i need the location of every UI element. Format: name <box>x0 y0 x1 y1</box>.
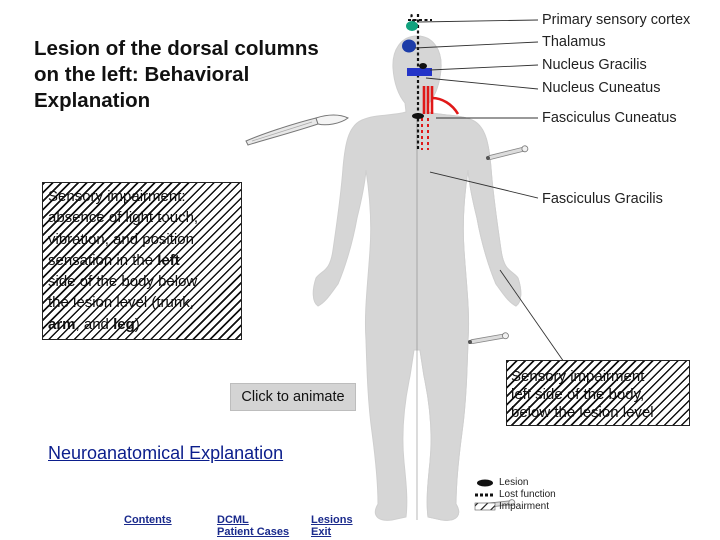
neuroanatomical-explanation-link[interactable]: Neuroanatomical Explanation <box>48 443 284 463</box>
contents-link[interactable]: Contents <box>124 514 172 526</box>
label-leader-lines <box>414 19 565 363</box>
dcml-pathway <box>402 13 460 150</box>
label-nucleus-gracilis: Nucleus Gracilis <box>542 57 647 73</box>
legend-lesion-swatch <box>477 479 493 487</box>
impairment-description: Sensory impairment: absence of light tou… <box>48 188 199 333</box>
animate-button[interactable]: Click to animate <box>230 383 356 411</box>
label-primary-sensory-cortex: Primary sensory cortex <box>542 12 691 28</box>
legend-impairment-label: Impairment <box>499 501 550 512</box>
label-fasciculus-gracilis: Fasciculus Gracilis <box>542 191 663 207</box>
impairment-box-right <box>506 360 690 426</box>
dcml-patient-cases-link[interactable]: DCML Patient Cases <box>217 514 290 538</box>
label-thalamus: Thalamus <box>542 34 606 50</box>
label-nucleus-cuneatus: Nucleus Cuneatus <box>542 80 661 96</box>
legend-impairment-swatch <box>474 502 496 511</box>
lesion-marker <box>412 113 424 119</box>
legend-lost-function-label: Lost function <box>499 489 556 500</box>
cortex-marker <box>406 21 418 31</box>
legend <box>474 479 496 511</box>
nucleus-marker <box>407 68 432 76</box>
label-fasciculus-cuneatus: Fasciculus Cuneatus <box>542 110 677 126</box>
page-title: Lesion of the dorsal columns on the left… <box>34 37 319 112</box>
thalamus-marker <box>402 39 416 53</box>
human-body-figure <box>312 35 522 521</box>
impairment-box <box>42 182 242 340</box>
legend-lesion-label: Lesion <box>499 477 529 488</box>
scalpel-icon <box>245 114 349 146</box>
lesions-exit-link[interactable]: Lesions Exit <box>311 514 353 538</box>
impairment-description-right: Sensory impairment left side of the body… <box>511 368 654 421</box>
